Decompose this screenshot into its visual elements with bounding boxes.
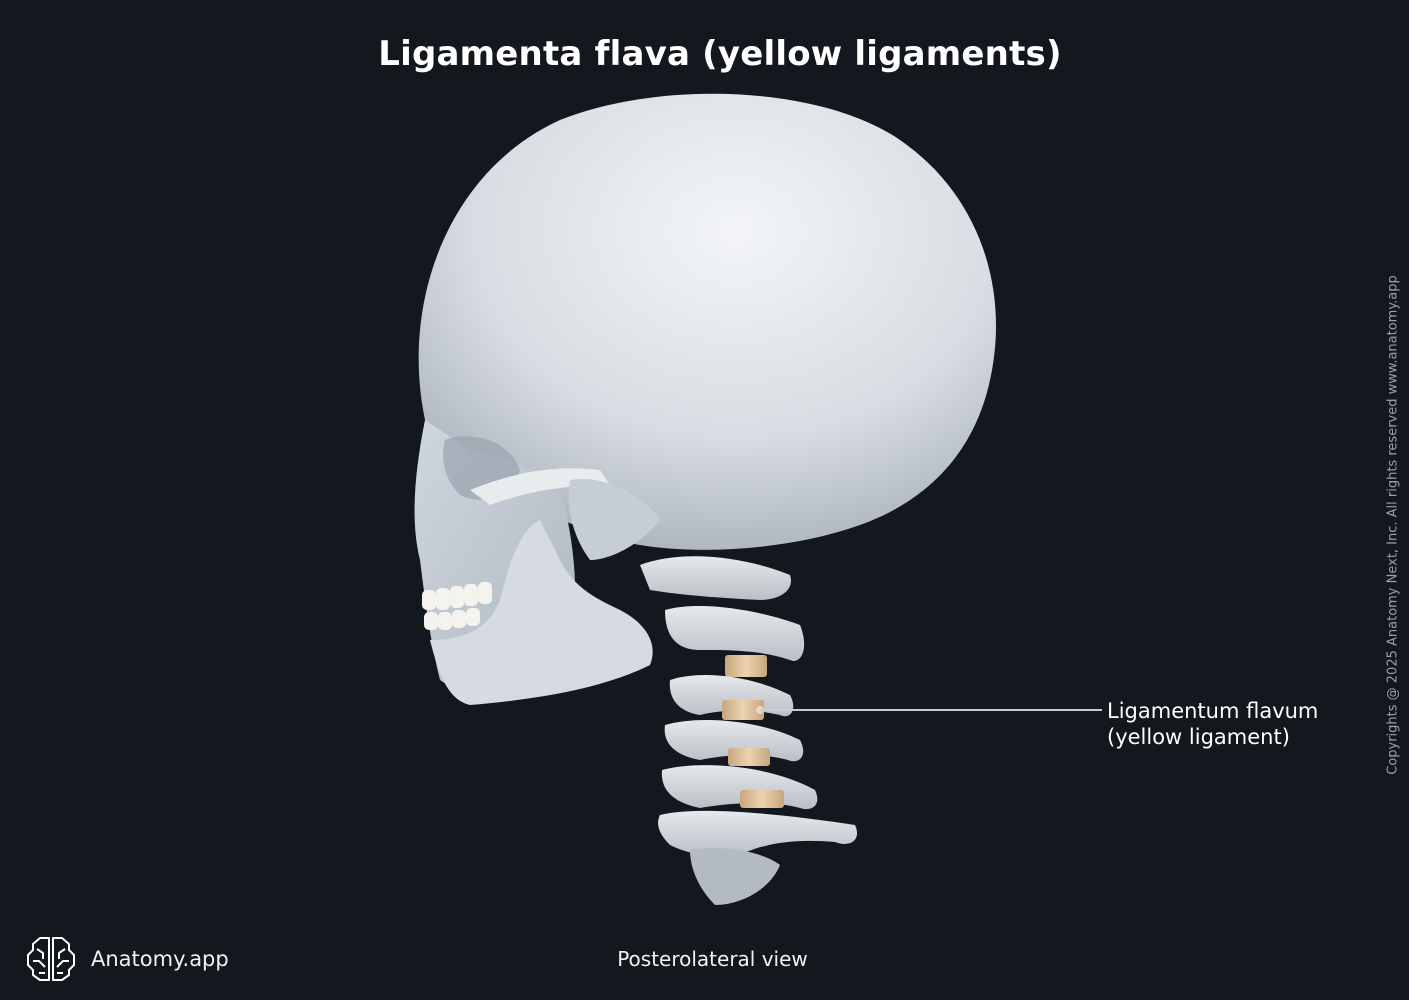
- label-line-1: Ligamentum flavum: [1107, 699, 1319, 723]
- brand-logo: Anatomy.app: [25, 935, 229, 983]
- label-line-2: (yellow ligament): [1107, 725, 1290, 749]
- ligamentum-flavum-label: Ligamentum flavum (yellow ligament): [1107, 698, 1318, 750]
- view-caption: Posterolateral view: [617, 947, 808, 971]
- brand-name: Anatomy.app: [91, 947, 229, 971]
- page-title: Ligamenta flava (yellow ligaments): [378, 34, 1062, 74]
- leader-line: [760, 709, 1102, 711]
- copyright-text: Copyrights @ 2025 Anatomy Next, Inc. All…: [1385, 275, 1401, 775]
- brain-icon: [27, 937, 75, 981]
